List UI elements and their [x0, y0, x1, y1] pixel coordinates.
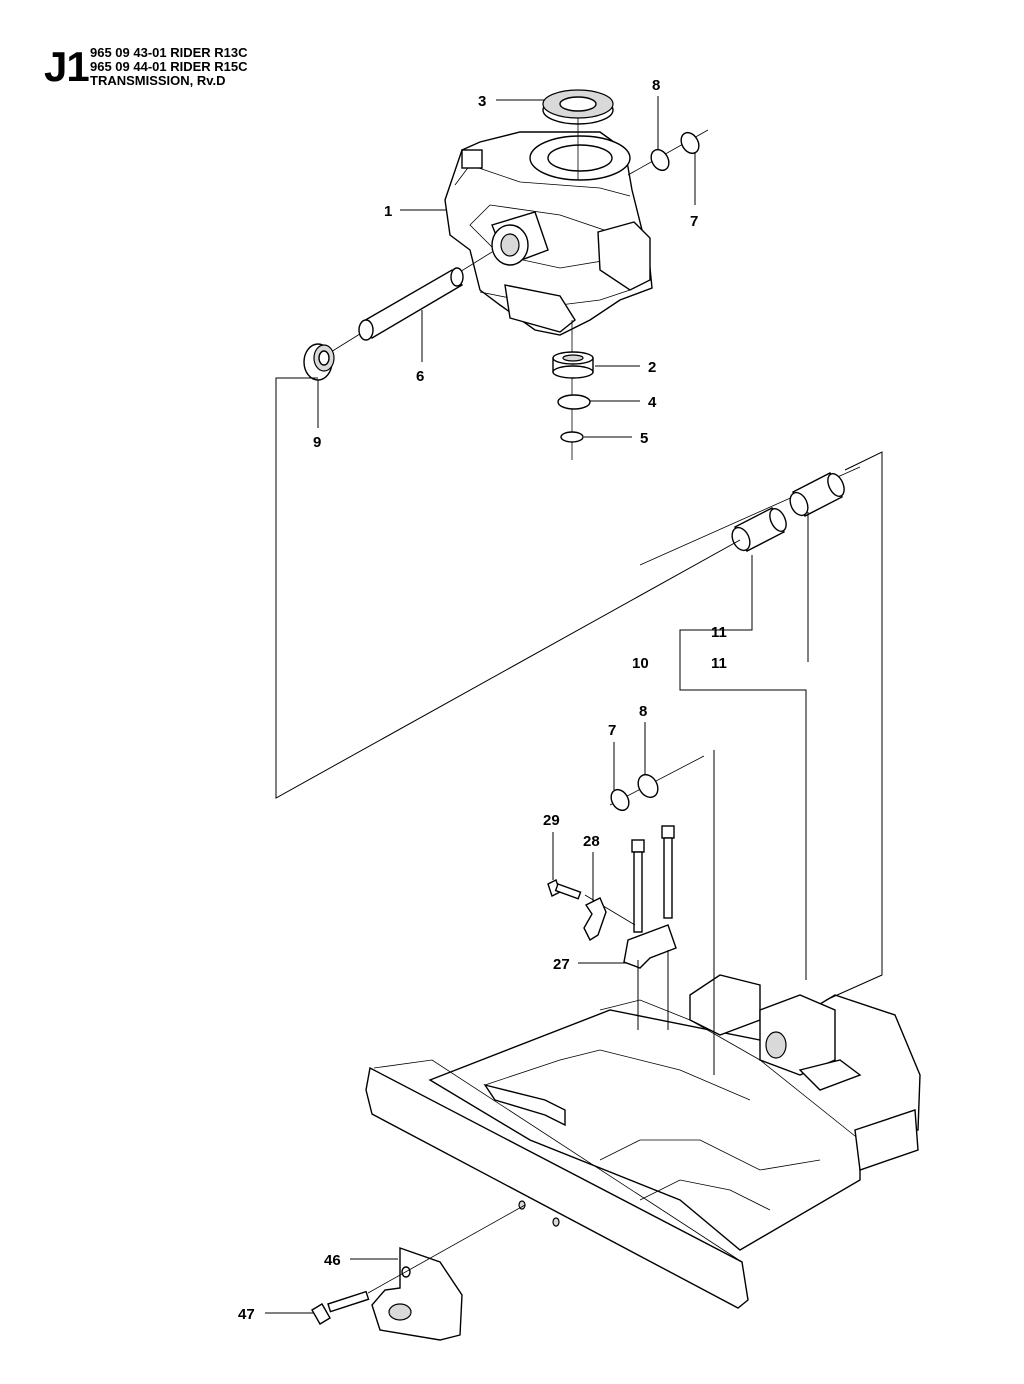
tow-bracket[interactable] — [371, 1247, 463, 1341]
callout-5: 5 — [640, 430, 648, 447]
long-bolt-left[interactable] — [631, 839, 645, 933]
callout-7-lower: 7 — [608, 722, 616, 739]
axle-seal[interactable] — [303, 343, 335, 381]
axle-assembly-line — [275, 377, 741, 799]
callout-29: 29 — [543, 812, 560, 829]
long-bolt-right[interactable] — [661, 825, 675, 919]
callout-8-lower: 8 — [639, 703, 647, 720]
bushing-assembly-line-lower — [679, 662, 807, 980]
page-code: J1 — [44, 43, 90, 90]
callout-47: 47 — [238, 1306, 255, 1323]
diagram-header: J1 965 09 43-01 RIDER R13C 965 09 44-01 … — [40, 44, 440, 94]
circlip-lower-pair[interactable] — [608, 786, 633, 813]
washer-lower-pair[interactable] — [634, 771, 662, 801]
circlip-top[interactable] — [678, 129, 703, 156]
callout-27: 27 — [553, 956, 570, 973]
tow-centerline — [367, 1204, 526, 1294]
model-line-r13c: 965 09 43-01 RIDER R13C — [90, 45, 248, 60]
section-title: TRANSMISSION, Rv.D — [90, 73, 226, 88]
bushing-left[interactable] — [729, 506, 790, 553]
frame-assembly-line — [825, 451, 883, 1001]
callout-3: 3 — [478, 93, 486, 110]
circlip-lower[interactable] — [560, 431, 584, 443]
bushing-assembly-line-upper — [679, 555, 753, 662]
shaft[interactable] — [358, 267, 464, 341]
callout-9: 9 — [313, 434, 321, 451]
model-line-r15c: 965 09 44-01 RIDER R15C — [90, 59, 248, 74]
callout-2: 2 — [648, 359, 656, 376]
callout-6: 6 — [416, 368, 424, 385]
frame[interactable] — [365, 974, 921, 1309]
washer-top[interactable] — [648, 146, 673, 173]
tow-bolt[interactable] — [311, 1290, 370, 1325]
callout-46: 46 — [324, 1252, 341, 1269]
bushing-right[interactable] — [787, 471, 848, 518]
callout-8-top: 8 — [652, 77, 660, 94]
callout-11-upper: 11 — [711, 624, 727, 641]
callout-10: 10 — [632, 655, 649, 672]
callout-11-lower: 11 — [711, 655, 727, 672]
callout-28: 28 — [583, 833, 600, 850]
retaining-ring[interactable] — [557, 394, 591, 410]
upper-seal[interactable] — [542, 89, 614, 125]
bearing[interactable] — [552, 351, 594, 379]
callout-7-top: 7 — [690, 213, 698, 230]
screw[interactable] — [547, 879, 582, 900]
clip[interactable] — [583, 897, 607, 942]
transmission-housing[interactable] — [444, 131, 653, 336]
callout-1: 1 — [384, 203, 392, 220]
bracket[interactable] — [623, 924, 677, 969]
callout-4: 4 — [648, 394, 657, 411]
